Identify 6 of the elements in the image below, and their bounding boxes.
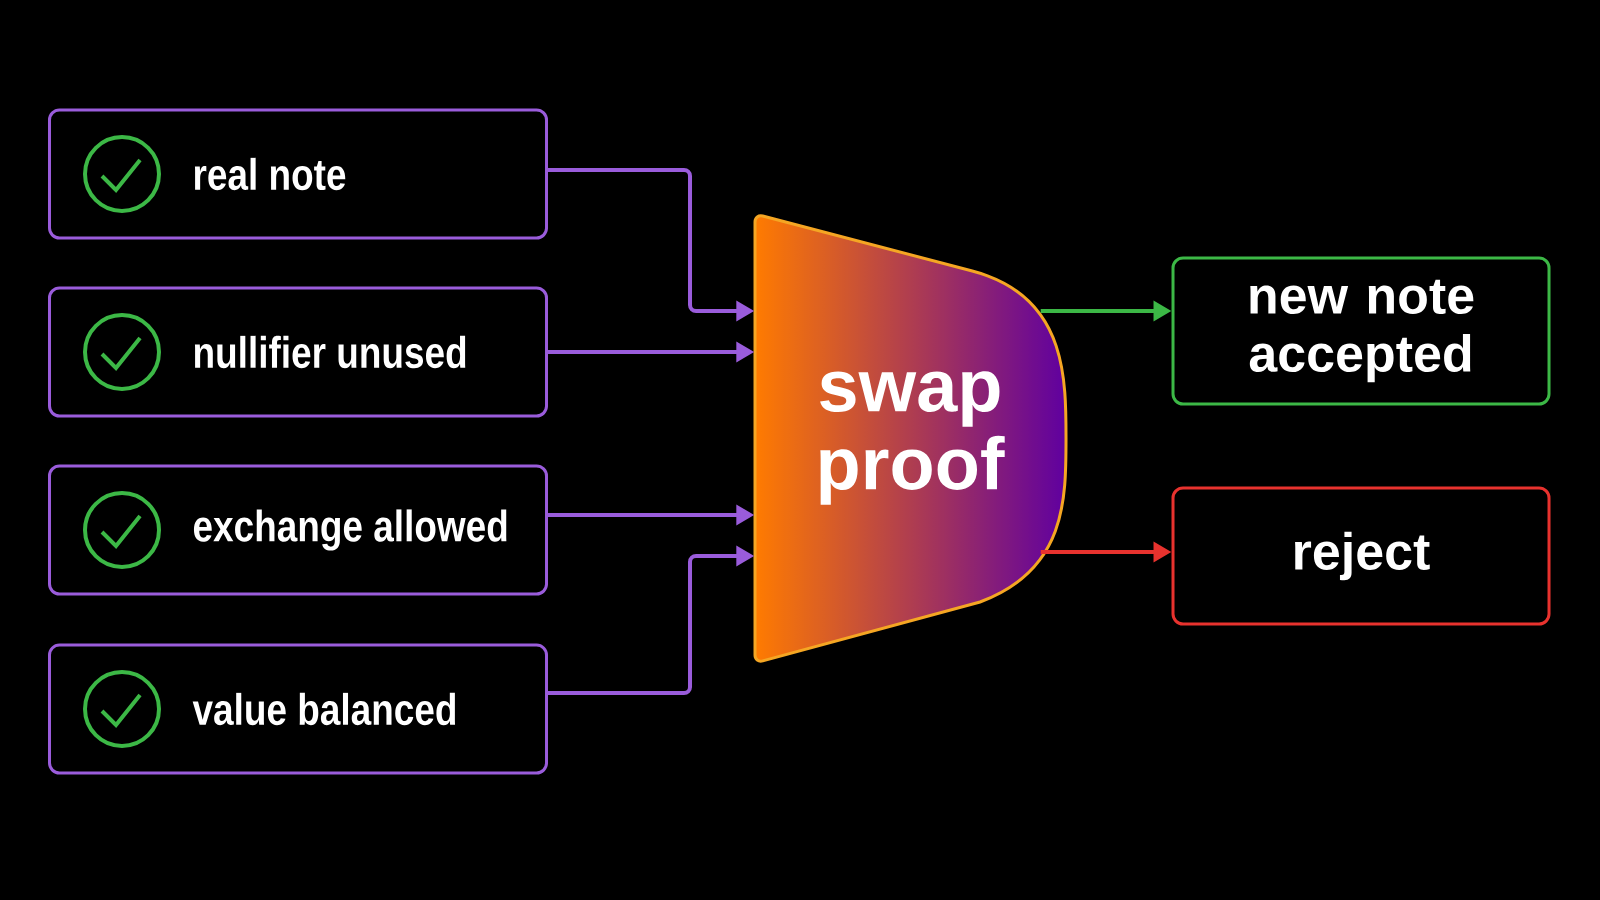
check-box: real note [48, 108, 548, 240]
check-box: value balanced [48, 643, 548, 775]
check-box: exchange allowed [48, 464, 548, 596]
check-box: nullifier unused [48, 286, 548, 418]
result-box: new note accepted [1171, 256, 1551, 406]
result-box: reject [1171, 486, 1551, 626]
